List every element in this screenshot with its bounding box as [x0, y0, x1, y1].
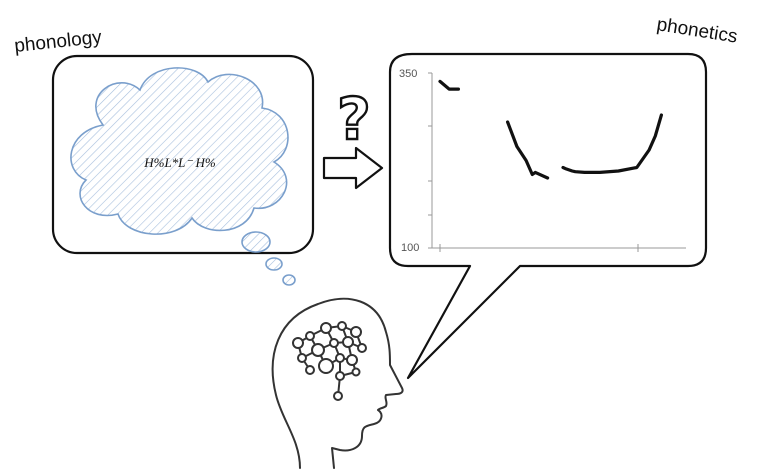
brain-head-icon	[271, 297, 404, 469]
phonology-box: H%L*L⁻ H%	[51, 54, 315, 286]
phonetics-label: phonetics	[655, 14, 739, 47]
pitch-contour-segment	[506, 120, 550, 180]
phonetics-speech-bubble	[388, 52, 708, 380]
y-tick-label-top: 350	[399, 68, 417, 80]
y-tick-label-bottom: 100	[401, 242, 419, 254]
neural-network-icon	[292, 321, 367, 401]
thought-cloud-icon: H%L*L⁻ H%	[70, 67, 289, 235]
phonology-label: phonology	[13, 27, 103, 57]
tonal-formula: H%L*L⁻ H%	[143, 155, 216, 170]
pitch-contour-segment	[561, 113, 663, 174]
question-arrow-connector: ?	[322, 84, 384, 190]
pitch-contour-segment	[438, 79, 460, 91]
pitch-contour	[438, 79, 663, 180]
question-mark-icon: ?	[337, 85, 371, 153]
thought-bubbles	[241, 231, 296, 286]
right-arrow-icon	[322, 146, 384, 190]
pitch-contour-chart: 350 100	[399, 68, 686, 254]
